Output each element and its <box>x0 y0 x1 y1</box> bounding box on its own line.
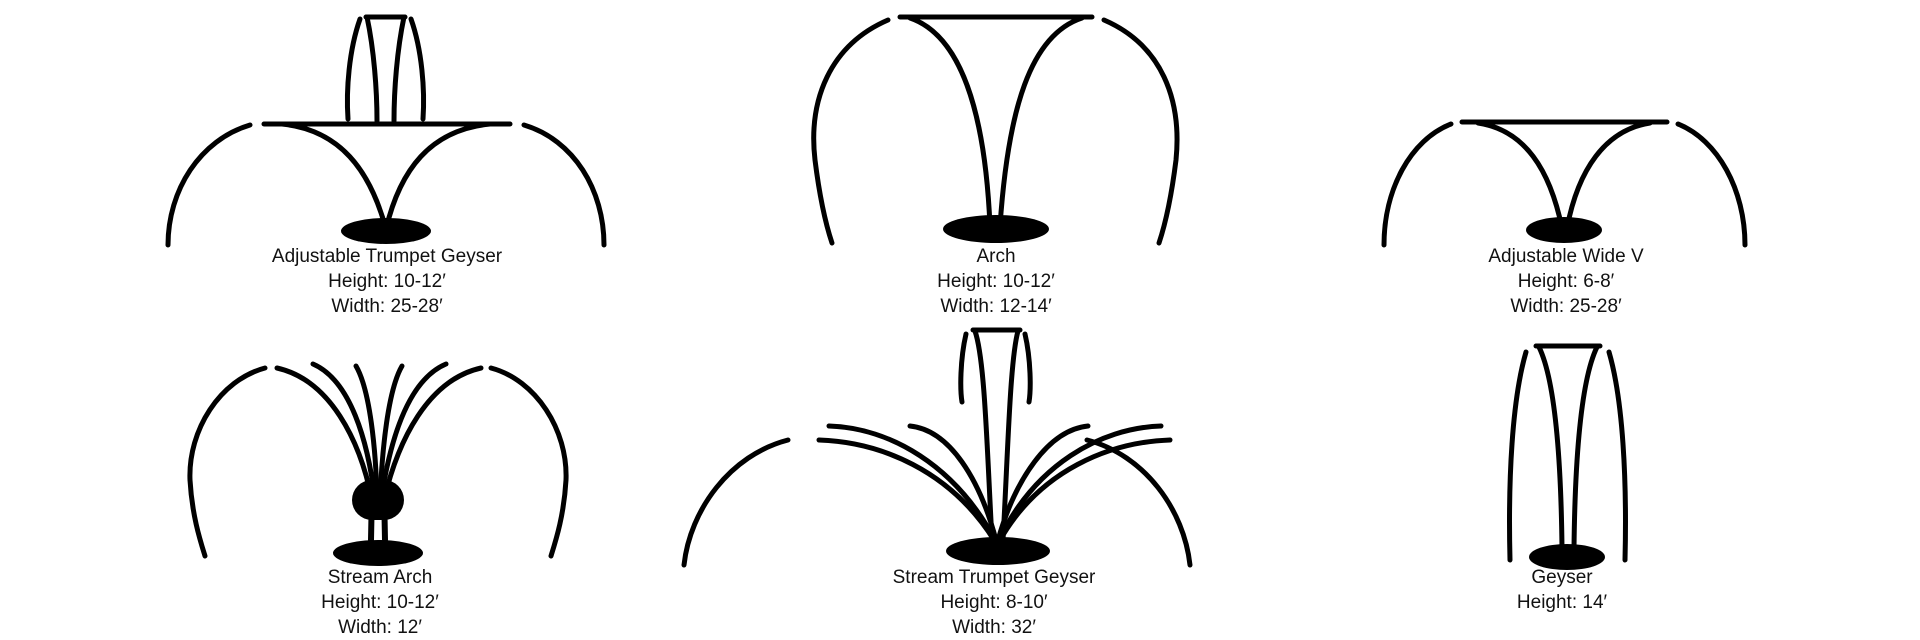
pattern-name: Stream Trumpet Geyser <box>892 567 1096 588</box>
adjustable-wide-v-diagram <box>1381 119 1748 248</box>
caption-stream-arch: Stream Arch Height: 10-12′ Width: 12′ <box>321 565 439 640</box>
pattern-height: Height: 10-12′ <box>937 271 1055 292</box>
caption-stream-trumpet-geyser: Stream Trumpet Geyser Height: 8-10′ Widt… <box>893 565 1096 640</box>
pattern-width: Width: 12′ <box>338 617 422 638</box>
pattern-width: Width: 25-28′ <box>331 296 443 317</box>
caption-arch: Arch Height: 10-12′ Width: 12-14′ <box>937 244 1055 319</box>
caption-adjustable-trumpet-geyser: Adjustable Trumpet Geyser Height: 10-12′… <box>272 244 502 319</box>
pattern-height: Height: 14′ <box>1516 592 1608 613</box>
pattern-width: Width: 12-14′ <box>940 296 1052 317</box>
stream-arch-diagram <box>187 361 569 566</box>
pattern-name: Stream Arch <box>327 567 433 588</box>
pattern-height: Height: 8-10′ <box>940 592 1048 613</box>
caption-geyser: Geyser Height: 14′ <box>1517 565 1607 615</box>
pattern-name: Adjustable Trumpet Geyser <box>271 246 503 267</box>
pattern-name: Adjustable Wide V <box>1488 246 1644 267</box>
pattern-width: Width: 32′ <box>952 617 1036 638</box>
geyser-diagram <box>1507 343 1628 570</box>
stream-trumpet-geyser-diagram <box>681 327 1193 568</box>
pattern-height: Height: 10-12′ <box>321 592 439 613</box>
pattern-width: Width: 25-28′ <box>1510 296 1622 317</box>
pattern-height: Height: 6-8′ <box>1517 271 1615 292</box>
pattern-name: Arch <box>976 246 1016 267</box>
adjustable-trumpet-geyser-diagram <box>165 14 607 248</box>
pattern-name: Geyser <box>1531 567 1593 588</box>
caption-adjustable-wide-v: Adjustable Wide V Height: 6-8′ Width: 25… <box>1488 244 1643 319</box>
pattern-height: Height: 10-12′ <box>328 271 446 292</box>
arch-diagram <box>811 14 1180 246</box>
